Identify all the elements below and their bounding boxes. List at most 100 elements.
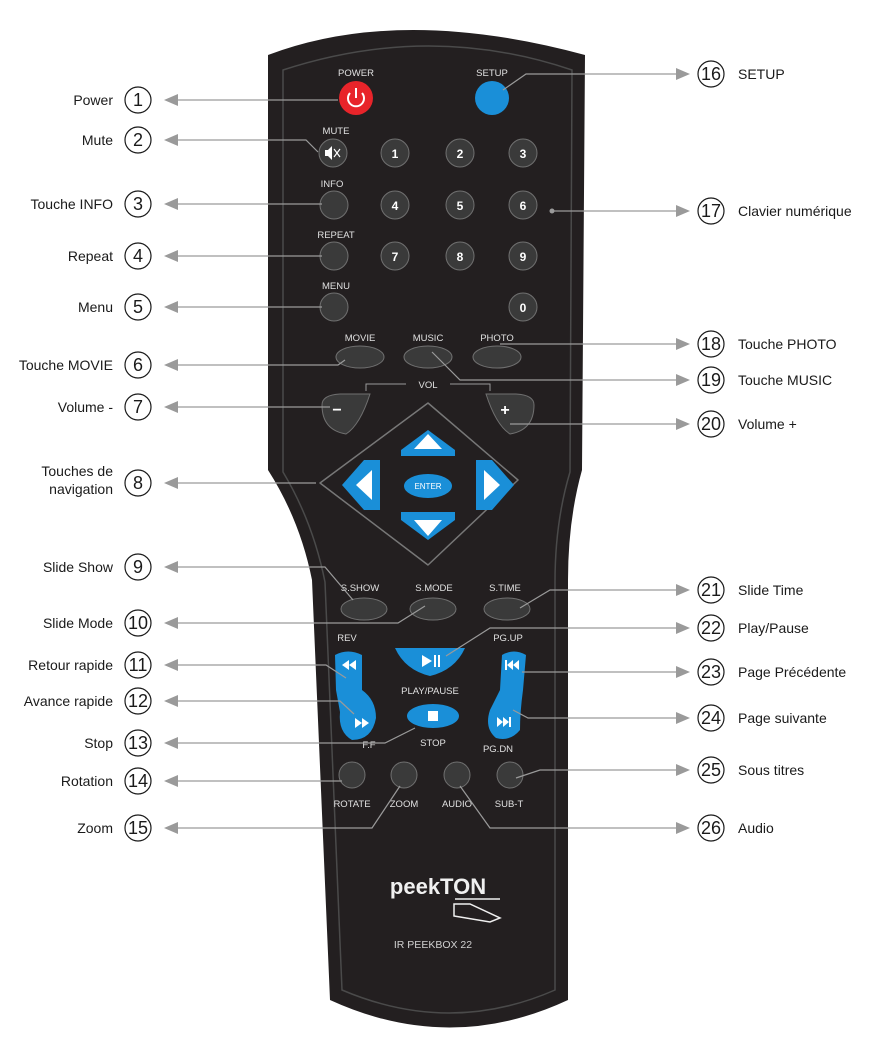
callout-25-number: 25 [701,760,721,780]
enter-button[interactable] [404,474,452,498]
pgup-label: PG.UP [493,633,523,644]
digit-3-button[interactable] [508,138,538,168]
callout-6-arrow-icon [164,359,178,371]
callout-20-arrow-icon [676,418,690,430]
digit-9-label: 9 [520,250,527,264]
callout-5-arrow-icon [164,301,178,313]
callout-6-leader [175,359,346,366]
callout-26-leader [459,785,676,829]
callout-13-number: 13 [128,733,148,753]
callout-4-number: 4 [133,246,143,266]
callout-4-arrow-icon [164,250,178,262]
callout-1-number: 1 [133,90,143,110]
callout-24-number: 24 [701,708,721,728]
vol-label: VOL [418,380,437,391]
arrow-down-icon [414,520,442,536]
callout-14-arrow-icon [164,775,178,787]
volume-minus-button[interactable] [321,393,371,435]
digit-4-button[interactable] [380,190,410,220]
callout-22-label: Play/Pause [738,620,809,636]
callout-10-number: 10 [128,613,148,633]
play-pause-label: PLAY/PAUSE [401,686,459,697]
movie-button[interactable] [335,345,385,369]
callout-11-arrow-icon [164,659,178,671]
zoom-button[interactable] [390,761,418,789]
digit-0-button[interactable] [508,292,538,322]
callout-21-label: Slide Time [738,582,804,598]
subtitle-button[interactable] [496,761,524,789]
callout-2-arrow-icon [164,134,178,146]
next-icon [497,717,511,727]
music-button[interactable] [403,345,453,369]
callout-2-leader [175,139,319,153]
info-button[interactable] [319,190,349,220]
callout-14-circle [124,767,152,795]
callout-22-number: 22 [701,618,721,638]
number-pad: 1 2 3 4 5 6 7 8 9 0 [380,138,538,322]
callout-8-label-line2: navigation [49,481,113,497]
info-label: INFO [321,179,344,190]
mute-label: MUTE [323,126,350,137]
callout-13-arrow-icon [164,737,178,749]
callout-26-number: 26 [701,818,721,838]
stop-label: STOP [420,738,446,749]
digit-2-button[interactable] [445,138,475,168]
digit-5-label: 5 [457,199,464,213]
callout-26-arrow-icon [676,822,690,834]
arrow-left-icon [356,470,372,500]
callout-9-circle [124,553,152,581]
callout-9-leader [175,566,354,601]
mute-icon [325,146,341,160]
stime-label: S.TIME [489,583,521,594]
photo-button[interactable] [472,345,522,369]
audio-button[interactable] [443,761,471,789]
menu-button[interactable] [319,292,349,322]
rev-ff-button[interactable] [335,651,376,741]
callout-7-number: 7 [133,397,143,417]
slide-mode-button[interactable] [409,597,457,621]
callout-18-circle [697,330,725,358]
callouts-left: Power 1 Mute 2 Touche INFO 3 Repeat 4 Me… [19,86,426,842]
callout-9-arrow-icon [164,561,178,573]
callout-20-number: 20 [701,414,721,434]
callout-17-label: Clavier numérique [738,203,852,219]
callout-11-number: 11 [129,655,148,675]
digit-8-button[interactable] [445,241,475,271]
digit-5-button[interactable] [445,190,475,220]
page-up-down-button[interactable] [488,651,526,740]
setup-button[interactable] [475,81,509,115]
digit-6-button[interactable] [508,190,538,220]
menu-label: MENU [322,281,350,292]
callout-2-circle [124,126,152,154]
vol-bracket-left [365,383,406,391]
arrow-right-icon [484,470,500,500]
callout-8-number: 8 [133,473,143,493]
callout-21-arrow-icon [676,584,690,596]
callout-22-leader [445,627,676,657]
callout-24-label: Page suivante [738,710,827,726]
rotate-button[interactable] [338,761,366,789]
callout-23-circle [697,658,725,686]
mute-button[interactable] [318,138,348,168]
callout-4-circle [124,242,152,270]
repeat-button[interactable] [319,241,349,271]
digit-7-button[interactable] [380,241,410,271]
callout-21-number: 21 [701,580,721,600]
callout-5-label: Menu [78,299,113,315]
rotate-label: ROTATE [333,799,370,810]
slide-show-button[interactable] [340,597,388,621]
callout-2-label: Mute [82,132,113,148]
nav-pad-outline [319,402,519,566]
digit-1-button[interactable] [380,138,410,168]
callout-6-label: Touche MOVIE [19,357,113,373]
callout-19-circle [697,366,725,394]
remote-inner-outline [282,45,573,1014]
callout-13-label: Stop [84,735,113,751]
callout-18-number: 18 [701,334,721,354]
digit-9-button[interactable] [508,241,538,271]
callout-15-leader [175,785,401,829]
slide-time-button[interactable] [483,597,531,621]
callout-5-number: 5 [133,297,143,317]
digit-6-label: 6 [520,199,527,213]
